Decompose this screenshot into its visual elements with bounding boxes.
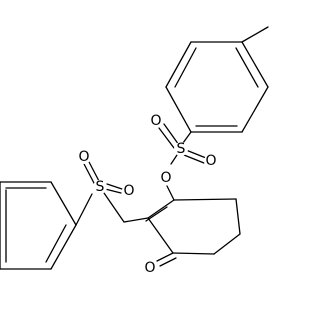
tolyl-ring bbox=[165, 41, 269, 133]
tosyl-sulfur-atom: S bbox=[174, 141, 188, 157]
ketone-bond bbox=[156, 252, 177, 267]
phenyl-ring bbox=[0, 181, 77, 270]
tosyl-oxygen-right-atom: O bbox=[204, 153, 218, 169]
svg-text:O: O bbox=[78, 149, 89, 165]
svg-text:O: O bbox=[144, 260, 155, 276]
ester-oxygen-bond bbox=[166, 185, 175, 201]
methylene-bridge bbox=[103, 192, 149, 223]
svg-text:O: O bbox=[160, 170, 171, 186]
svg-text:O: O bbox=[150, 113, 161, 129]
tosyl-sulfonyl-bonds bbox=[158, 123, 207, 165]
svg-text:O: O bbox=[123, 183, 134, 199]
tosyl-oxygen-left-atom: O bbox=[149, 113, 163, 129]
ketone-oxygen-atom: O bbox=[143, 260, 157, 276]
sulfone-oxygen-top-atom: O bbox=[77, 149, 91, 165]
sulfone-sulfur-atom: S bbox=[93, 179, 107, 195]
chemical-structure-diagram: S O O O S O O O bbox=[0, 26, 269, 276]
sulfone-bonds bbox=[75, 159, 123, 226]
svg-text:O: O bbox=[205, 153, 216, 169]
svg-text:S: S bbox=[96, 179, 105, 195]
cyclohexenone-ring bbox=[145, 198, 241, 255]
ester-oxygen-atom: O bbox=[159, 170, 173, 186]
svg-text:S: S bbox=[177, 141, 186, 157]
sulfone-oxygen-right-atom: O bbox=[122, 183, 136, 199]
methyl-bond bbox=[241, 26, 269, 43]
